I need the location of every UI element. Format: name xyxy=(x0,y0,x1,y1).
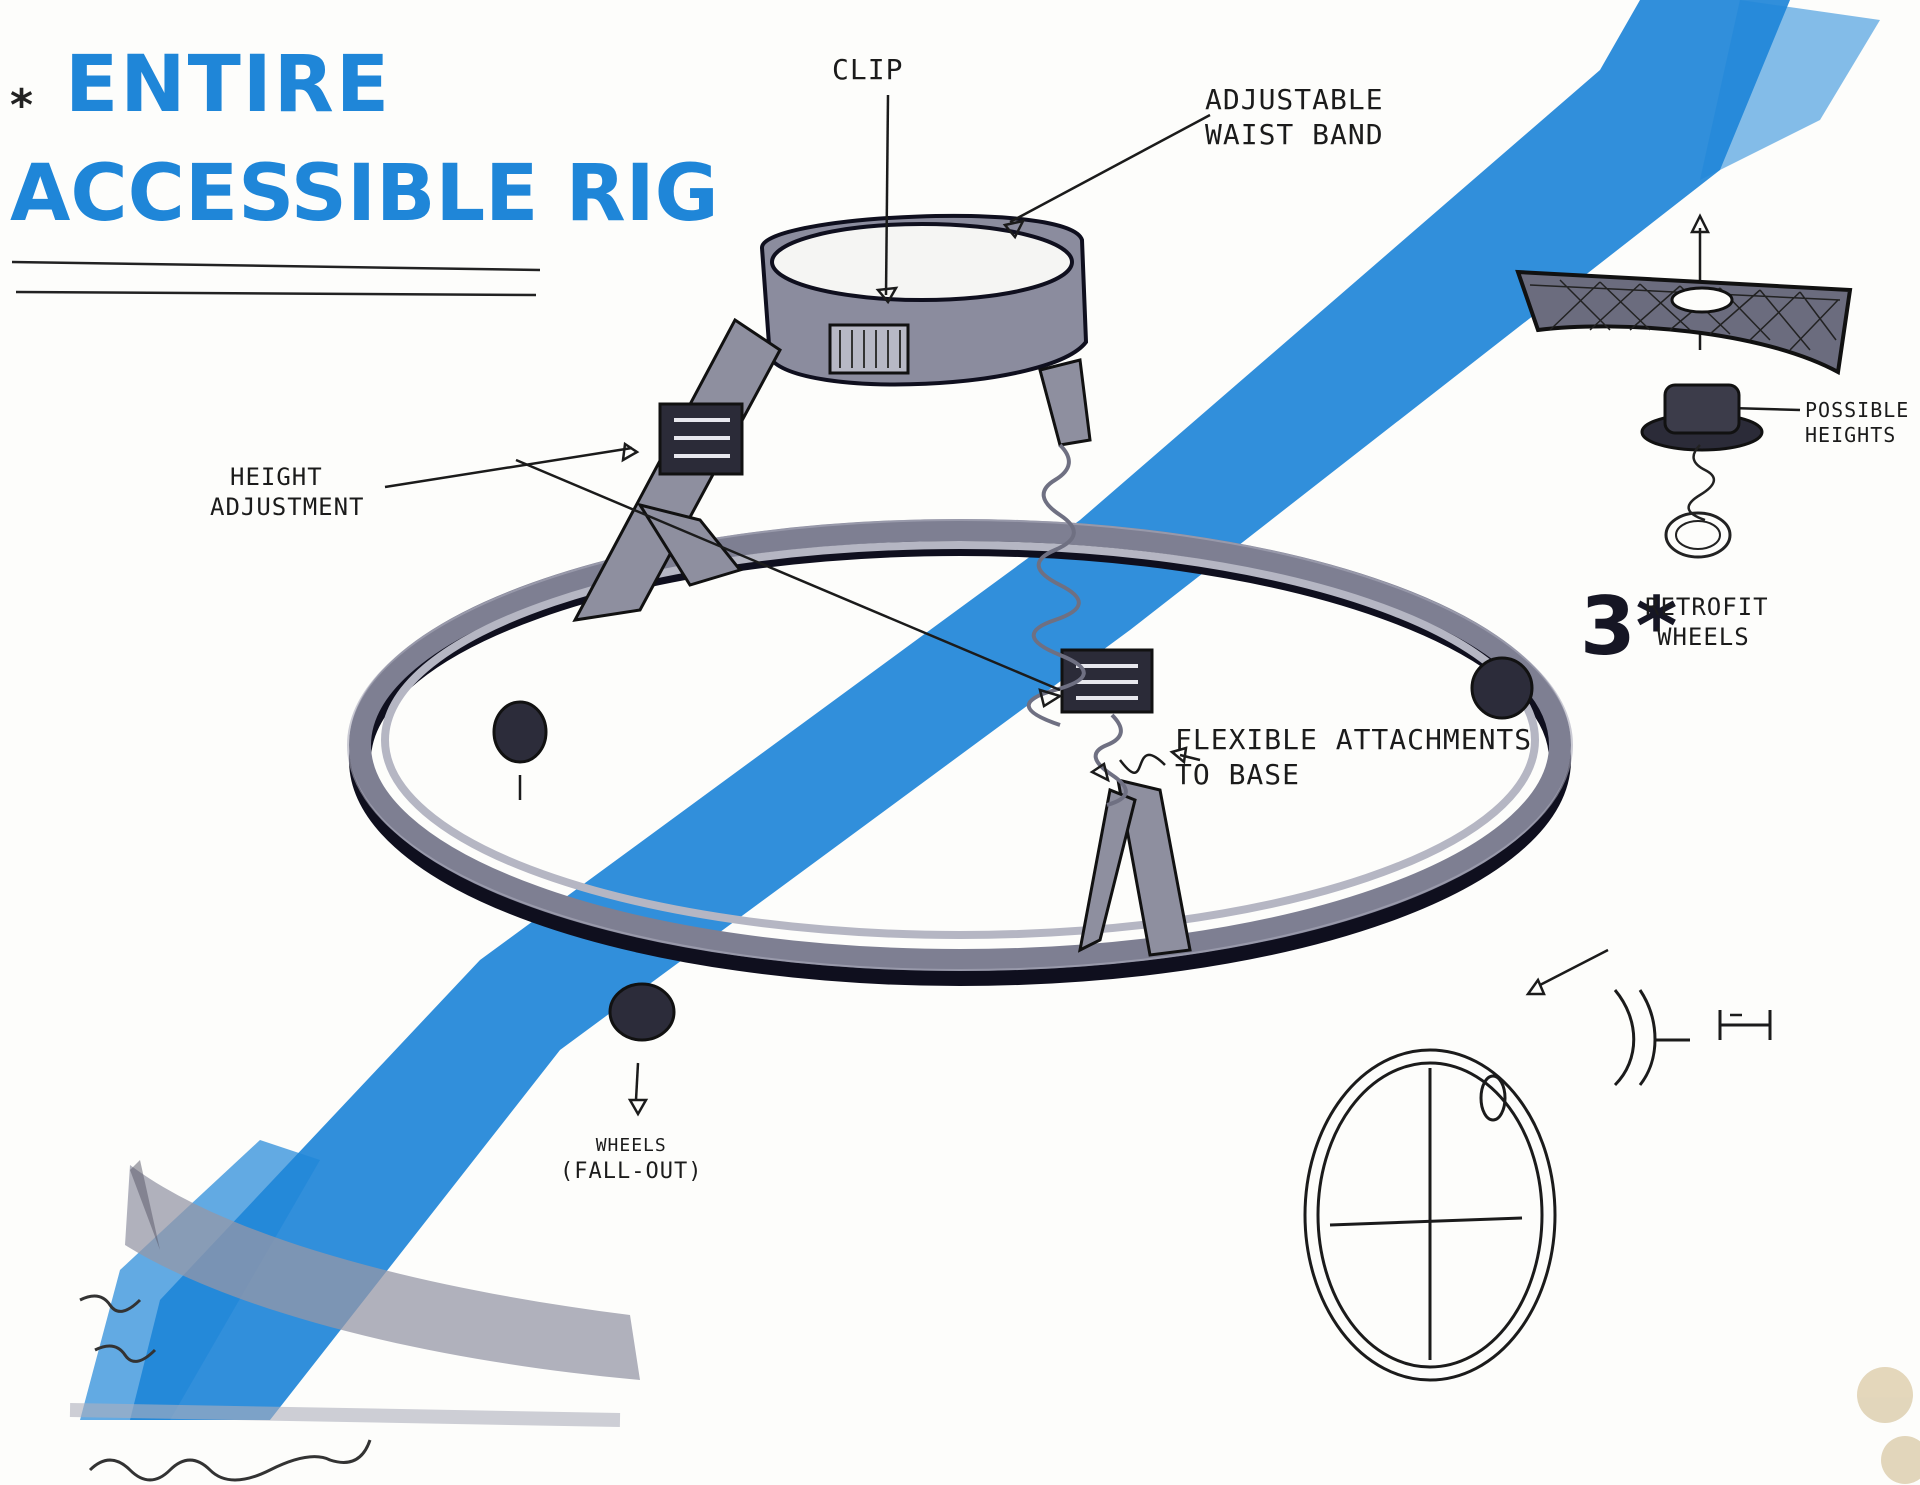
label-flexible-attachments: Flexible Attachments To Base xyxy=(1175,722,1532,792)
sketch-title: * Entire Accessible Rig xyxy=(10,40,719,239)
title-star: * xyxy=(10,80,36,132)
label-wheels-line2: (Fall-Out) xyxy=(560,1158,703,1184)
label-retrofit-wheels: Retrofit Wheels xyxy=(1645,592,1769,652)
ring-top-view-sketch xyxy=(1303,989,1772,1382)
title-underline xyxy=(11,260,541,297)
title-line-2: Accessible Rig xyxy=(10,148,719,239)
label-possible-heights: Possible Heights xyxy=(1805,398,1909,448)
label-height-line2: Adjustment xyxy=(210,493,365,521)
retrofit-count: 3* xyxy=(1580,580,1678,673)
label-height-adjustment: Height Adjustment xyxy=(210,462,365,522)
annotation-arrowheads xyxy=(621,213,1730,1117)
label-possible-line1: Possible xyxy=(1805,398,1910,422)
retrofit-wheel-detail xyxy=(1515,269,1853,559)
label-flexible-line1: Flexible Attachments xyxy=(1175,723,1533,756)
label-waistband-line2: Waist Band xyxy=(1205,118,1384,151)
label-waistband: Adjustable Waist Band xyxy=(1205,82,1384,152)
title-line-1: Entire xyxy=(65,40,392,130)
grey-marker-stroke xyxy=(69,1160,640,1482)
ring-wheels xyxy=(492,656,1534,1042)
label-waistband-line1: Adjustable xyxy=(1205,83,1384,116)
label-retrofit-line1: Retrofit xyxy=(1645,593,1769,621)
label-wheels-line1: Wheels xyxy=(595,1135,667,1156)
label-wheels-fallout: Wheels (Fall-Out) xyxy=(560,1135,702,1185)
label-flexible-line2: To Base xyxy=(1175,758,1301,791)
label-possible-line2: Heights xyxy=(1805,423,1897,447)
flexible-squiggle xyxy=(1026,443,1128,807)
waist-band xyxy=(759,214,1089,387)
label-clip: Clip xyxy=(832,53,904,86)
label-retrofit-line2: Wheels xyxy=(1657,623,1750,651)
coffee-stains xyxy=(1857,1367,1920,1484)
label-height-line1: Height xyxy=(230,463,323,491)
base-ring xyxy=(347,519,1573,986)
